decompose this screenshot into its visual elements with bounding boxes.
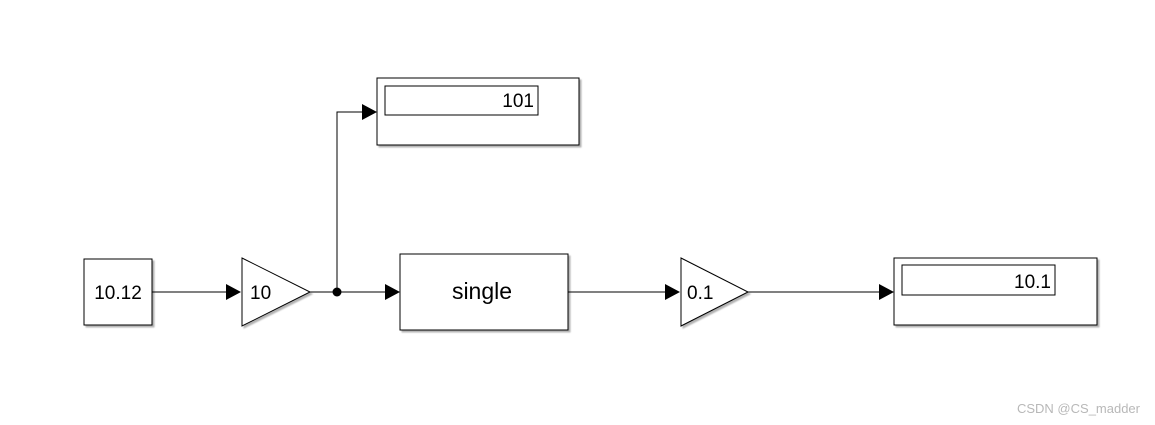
gain-block-2[interactable]: 0.1 [680, 257, 750, 327]
constant-block[interactable]: 10.12 [83, 258, 153, 326]
constant-value: 10.12 [94, 283, 142, 304]
gain-2-value: 0.1 [687, 283, 713, 304]
display-right-value: 10.1 [1014, 272, 1051, 293]
display-top-value: 101 [502, 91, 534, 112]
watermark: CSDN @CS_madder [1016, 401, 1140, 416]
gain-block-1[interactable]: 10 [241, 257, 312, 327]
conversion-label: single [452, 278, 512, 304]
data-type-conversion-block[interactable]: single [399, 253, 569, 331]
arrow-head-icon [362, 104, 377, 120]
display-top-readout [384, 85, 539, 116]
display-block-top[interactable]: 101 [376, 77, 580, 146]
signal-line-branch-to-conversion[interactable] [337, 284, 400, 300]
arrow-head-icon [385, 284, 400, 300]
gain-1-value: 10 [250, 283, 271, 304]
display-block-right[interactable]: 10.1 [893, 257, 1098, 326]
signal-line-branch-to-display-top[interactable] [336, 104, 377, 292]
arrow-head-icon [665, 284, 680, 300]
signal-line-gain-2-to-display-right[interactable] [748, 284, 894, 300]
arrow-head-icon [879, 284, 894, 300]
signal-line-conversion-to-gain-2[interactable] [568, 284, 680, 300]
display-right-readout [901, 264, 1056, 296]
signal-line-constant-to-gain-1[interactable] [152, 284, 241, 300]
arrow-head-icon [226, 284, 241, 300]
